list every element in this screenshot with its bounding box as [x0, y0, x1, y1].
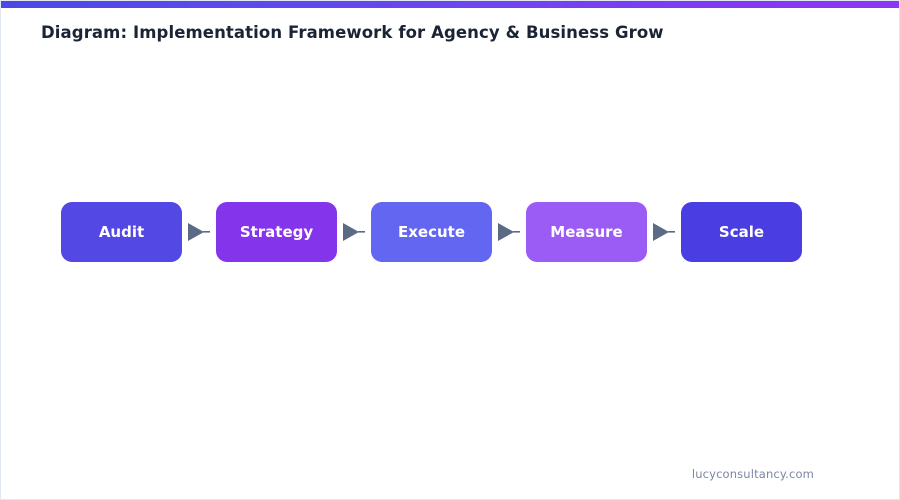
flow-connector-4 [647, 202, 681, 262]
flow-node-execute[interactable]: Execute [371, 202, 492, 262]
flow-node-measure[interactable]: Measure [526, 202, 647, 262]
footer-watermark: lucyconsultancy.com [691, 467, 814, 481]
flow-node-label: Strategy [239, 222, 314, 241]
flow-node-strategy[interactable]: Strategy [216, 202, 337, 262]
flow-node-label: Scale [718, 222, 765, 241]
arrow-right-icon [343, 223, 365, 241]
flow-node-audit[interactable]: Audit [61, 202, 182, 262]
flow-node-scale[interactable]: Scale [681, 202, 802, 262]
top-accent-bar [1, 1, 899, 8]
page-title: Diagram: Implementation Framework for Ag… [41, 23, 664, 42]
flow-connector-1 [182, 202, 216, 262]
flow-connector-2 [337, 202, 371, 262]
arrow-right-icon [188, 223, 210, 241]
arrow-right-icon [653, 223, 675, 241]
flow-node-label: Audit [98, 222, 145, 241]
arrow-right-icon [498, 223, 520, 241]
flow-node-label: Measure [550, 222, 623, 241]
flow-connector-3 [492, 202, 526, 262]
process-flow-diagram: Audit Strategy Execute [61, 202, 802, 262]
flow-node-label: Execute [397, 222, 465, 241]
